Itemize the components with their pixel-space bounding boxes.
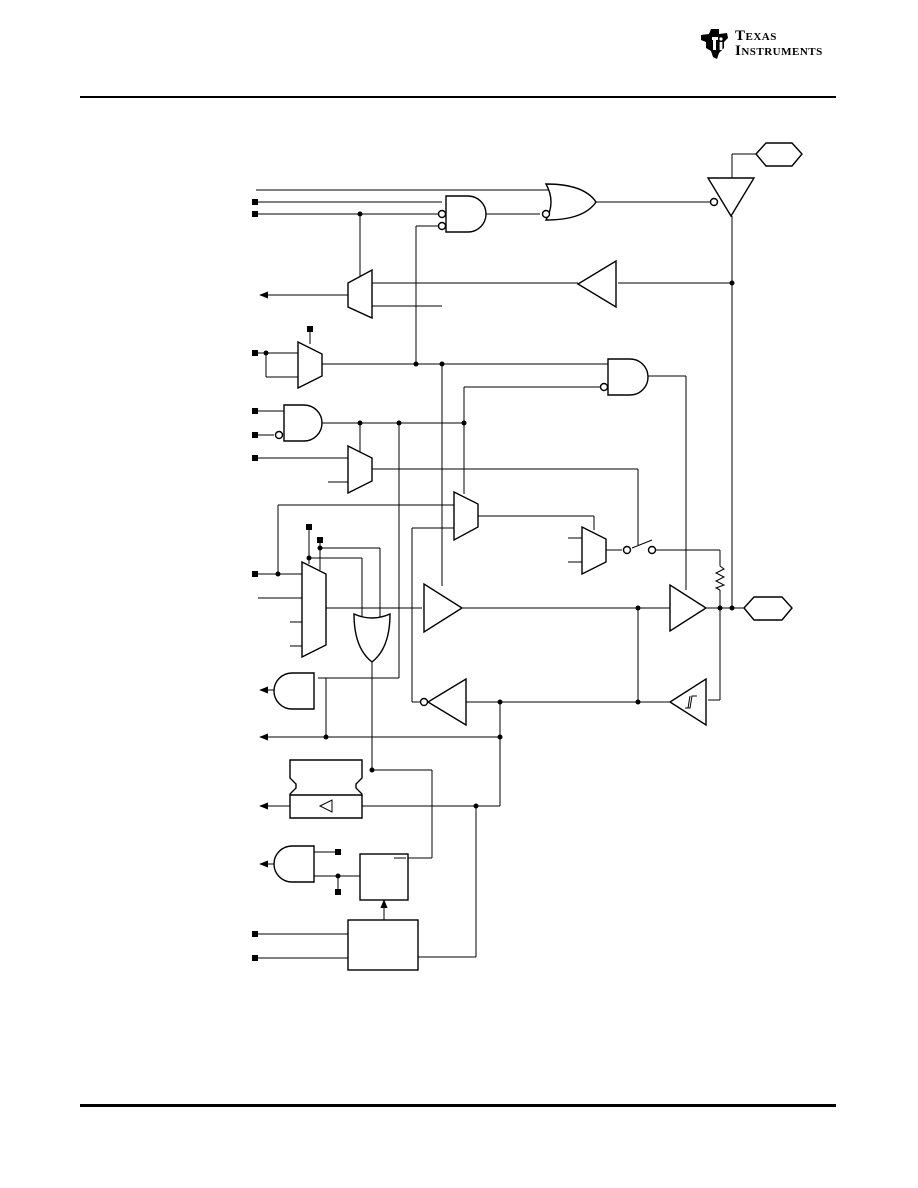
or-gate-2 [353,612,391,663]
large-mux [301,560,327,659]
terminals [252,199,341,961]
junctions [263,211,735,879]
switch-contact-1 [622,545,632,555]
mux-4 [453,490,479,542]
and-gate-2 [283,404,323,442]
and-input-bubble-2 [437,221,447,231]
pull-resistor [714,565,726,591]
enable-and-bubble [599,382,609,392]
and-gate-out-1 [273,672,315,710]
and-gate-out-2 [273,845,315,883]
mux-3 [347,444,373,495]
or-input-inversion-bubble [541,209,551,219]
pin-driver-buffer [669,583,708,633]
lower-buffer-bubble [419,697,429,707]
control-block [347,919,419,971]
hysteresis-icon [685,695,697,709]
schmitt-input-buffer [668,677,707,727]
and-input-bubble-1 [437,209,447,219]
wires [256,153,756,959]
pullup-mux [581,525,607,576]
enable-bubble [709,197,719,207]
clock-triangle-icon [318,799,333,813]
footer-rule [80,1104,836,1107]
ti-state-logo-icon [701,29,728,59]
header-rule [80,96,836,98]
edge-detect-block [359,853,409,901]
output-tristate-buffer [706,177,756,218]
logo-word-2: Instruments [735,43,823,59]
enable-and-gate [607,358,649,396]
select-mux-1 [297,340,323,390]
pad-main [743,596,793,621]
input-buffer-upper [576,259,617,309]
ti-logo: Texas Instruments [697,26,839,62]
pad-upper [755,142,803,167]
and-gate-2-bubble [274,430,284,440]
output-buffer-main [423,582,464,634]
output-or-gate [544,183,597,221]
logo-word-1: Texas [735,28,777,44]
switch-contact-2 [647,545,657,555]
output-and-gate [445,195,487,233]
input-mux-upper [347,268,373,320]
input-buffer-lower [426,677,467,727]
latch-block [289,759,363,819]
